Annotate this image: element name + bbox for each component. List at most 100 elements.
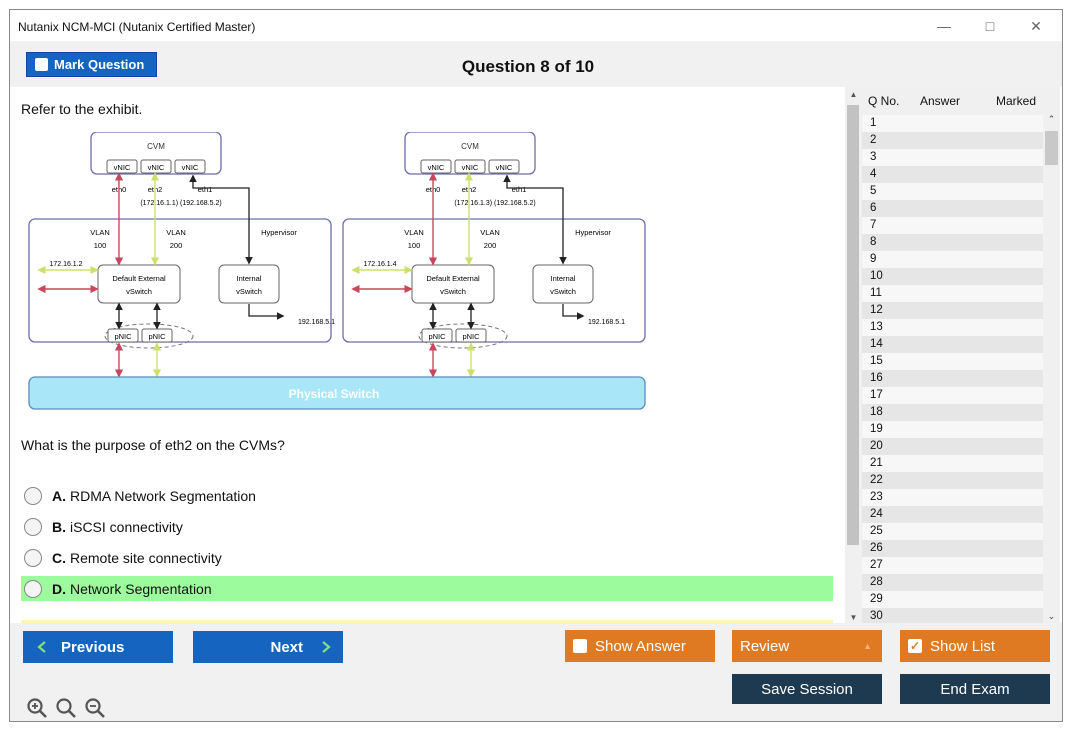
question-list-row[interactable]: 10 (862, 268, 1060, 285)
question-list-row[interactable]: 6 (862, 200, 1060, 217)
eth1-label: eth1 (512, 185, 527, 194)
scrollbar-thumb[interactable] (1045, 131, 1058, 165)
vlan-id: 100 (94, 241, 107, 250)
question-list-row[interactable]: 15 (862, 353, 1060, 370)
cvm-ip-addresses: (172.16.1.3) (192.168.5.2) (454, 200, 535, 207)
question-list-row[interactable]: 1 (862, 115, 1060, 132)
next-label: Next (270, 638, 303, 656)
question-list-row[interactable]: 23 (862, 489, 1060, 506)
question-list-row[interactable]: 2 (862, 132, 1060, 149)
previous-button[interactable]: Previous (23, 631, 173, 663)
question-list-row[interactable]: 18 (862, 404, 1060, 421)
show-answer-checkbox-icon[interactable] (573, 639, 587, 653)
show-answer-button[interactable]: Show Answer (565, 630, 715, 662)
internal-vswitch-label: vSwitch (550, 287, 576, 296)
question-list-row[interactable]: 11 (862, 285, 1060, 302)
question-list-row[interactable]: 7 (862, 217, 1060, 234)
question-stem: Refer to the exhibit. (21, 101, 143, 117)
question-panel: Refer to the exhibit. CVM vNIC (10, 87, 835, 623)
question-list-row[interactable]: 19 (862, 421, 1060, 438)
question-list-row[interactable]: 28 (862, 574, 1060, 591)
internal-vswitch-label: Internal (550, 274, 575, 283)
question-list-row[interactable]: 8 (862, 234, 1060, 251)
scrollbar-thumb[interactable] (847, 105, 859, 545)
zoom-out-icon[interactable] (84, 697, 106, 719)
show-list-checkbox-icon[interactable]: ✓ (908, 639, 922, 653)
explanation-strip (21, 620, 833, 623)
option-letter: D. (52, 580, 66, 597)
vnic-label: vNIC (428, 163, 445, 172)
question-list-row[interactable]: 29 (862, 591, 1060, 608)
option-text: Remote site connectivity (70, 549, 222, 566)
question-list-header: Q No. Answer Marked (862, 87, 1060, 111)
pnic-label: pNIC (462, 332, 480, 341)
zoom-reset-icon[interactable] (55, 697, 77, 719)
vnic-label: vNIC (114, 163, 131, 172)
mark-checkbox-icon[interactable] (35, 58, 48, 71)
zoom-in-icon[interactable] (26, 697, 48, 719)
review-button[interactable]: Review ▲ (732, 630, 882, 662)
option-letter: A. (52, 487, 66, 504)
question-prompt: What is the purpose of eth2 on the CVMs? (21, 437, 285, 453)
next-button[interactable]: Next (193, 631, 343, 663)
default-vswitch-label: vSwitch (126, 287, 152, 296)
question-list-row[interactable]: 9 (862, 251, 1060, 268)
chevron-down-icon[interactable]: ⌄ (1047, 611, 1056, 621)
question-list-row[interactable]: 27 (862, 557, 1060, 574)
question-list-row[interactable]: 4 (862, 166, 1060, 183)
question-list-row[interactable]: 25 (862, 523, 1060, 540)
col-marked: Marked (996, 94, 1037, 108)
question-list-row[interactable]: 24 (862, 506, 1060, 523)
answer-option-d[interactable]: D. Network Segmentation (21, 576, 833, 601)
answer-option-b[interactable]: B. iSCSI connectivity (21, 514, 833, 539)
scroll-down-icon[interactable]: ▼ (849, 613, 858, 622)
default-vswitch-label: vSwitch (440, 287, 466, 296)
question-list-row[interactable]: 20 (862, 438, 1060, 455)
physical-switch: Physical Switch (28, 376, 646, 410)
network-exhibit-diagram: CVM vNIC vNIC vNIC eth0 eth2 eth1 (172.1… (28, 132, 646, 410)
vnic-label: vNIC (462, 163, 479, 172)
radio-button[interactable] (24, 517, 42, 536)
col-answer: Answer (920, 94, 961, 108)
question-list-row[interactable]: 16 (862, 370, 1060, 387)
mark-question-button[interactable]: Mark Question (26, 52, 157, 77)
hypervisor-label: Hypervisor (261, 228, 297, 237)
maximize-icon[interactable]: □ (985, 18, 995, 34)
radio-button[interactable] (24, 579, 42, 598)
answer-option-a[interactable]: A. RDMA Network Segmentation (21, 483, 833, 508)
show-list-button[interactable]: ✓ Show List (900, 630, 1050, 662)
end-exam-button[interactable]: End Exam (900, 674, 1050, 704)
close-icon[interactable]: ✕ (1030, 18, 1042, 34)
show-answer-label: Show Answer (595, 637, 686, 655)
answer-option-c[interactable]: C. Remote site connectivity (21, 545, 833, 570)
vlan-label: VLAN (166, 228, 186, 237)
title-bar: Nutanix NCM-MCI (Nutanix Certified Maste… (10, 10, 1062, 41)
internal-vswitch-label: Internal (236, 274, 261, 283)
question-list-row[interactable]: 14 (862, 336, 1060, 353)
question-list-row[interactable]: 17 (862, 387, 1060, 404)
vlan-id: 200 (170, 241, 183, 250)
question-list-row[interactable]: 3 (862, 149, 1060, 166)
radio-button[interactable] (24, 548, 42, 567)
option-text: iSCSI connectivity (70, 518, 183, 535)
question-list-row[interactable]: 26 (862, 540, 1060, 557)
question-list-row[interactable]: 22 (862, 472, 1060, 489)
show-list-label: Show List (930, 637, 996, 655)
host-diagram-right: CVM vNIC vNIC vNIC eth0 eth2 eth1 (172.1… (342, 132, 646, 378)
host-ip: 172.16.1.4 (363, 261, 396, 268)
question-scrollbar[interactable]: ▲ ▼ (845, 87, 862, 625)
scroll-up-icon[interactable]: ▲ (849, 90, 858, 99)
save-session-button[interactable]: Save Session (732, 674, 882, 704)
chevron-up-icon[interactable]: ⌃ (1047, 114, 1056, 124)
question-list-row[interactable]: 13 (862, 319, 1060, 336)
question-list-row[interactable]: 5 (862, 183, 1060, 200)
question-list-row[interactable]: 12 (862, 302, 1060, 319)
pnic-label: pNIC (428, 332, 446, 341)
review-label: Review (740, 637, 790, 655)
chevron-right-icon (322, 641, 331, 653)
radio-button[interactable] (24, 486, 42, 505)
question-list-row[interactable]: 30 (862, 608, 1060, 625)
question-list-row[interactable]: 21 (862, 455, 1060, 472)
question-list-scrollbar[interactable]: ⌃ ⌄ (1043, 113, 1060, 623)
minimize-icon[interactable]: — (937, 18, 951, 34)
